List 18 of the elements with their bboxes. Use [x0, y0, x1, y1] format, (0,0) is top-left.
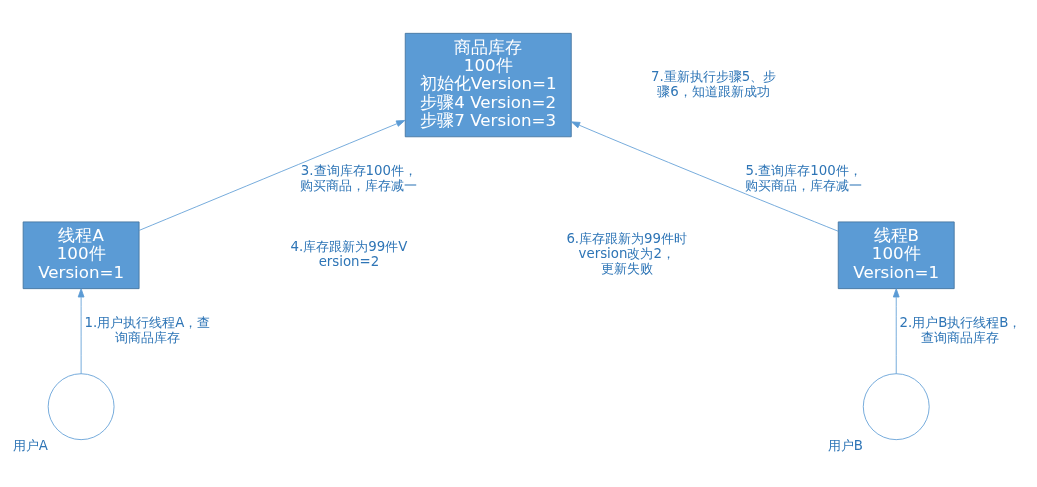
label: 4.库存跟新为99件Version=2 — [290, 238, 408, 269]
arrow — [138, 119, 406, 231]
node-circle — [862, 372, 930, 440]
edge-label: 2.用户B执行线程B，查询商品库存 — [899, 314, 1022, 345]
edge-label: 3.查询库存100件，购买商品，库存减一 — [300, 162, 418, 193]
node-label: 用户A — [12, 437, 48, 453]
node-label: 用户B — [827, 437, 863, 453]
edge-label: 1.用户执行线程A，查询商品库存 — [84, 314, 211, 345]
node-box: 商品库存 100件 初始化Version=1 步骤4 Version=2 步骤7 Version=3 — [404, 32, 572, 137]
arrow — [570, 120, 839, 232]
node-box: 线程B 100件 Version=1 — [837, 220, 955, 289]
arrow — [892, 287, 900, 374]
edge-label: 5.查询库存100件，购买商品，库存减一 — [745, 162, 863, 193]
node-circle — [47, 372, 115, 440]
arrow — [77, 287, 85, 374]
label: 6.库存跟新为99件时version改为2，更新失败 — [566, 230, 688, 276]
label: 7.重新执行步骤5、步骤6，知道跟新成功 — [650, 68, 777, 99]
node-box: 线程A 100件 Version=1 — [22, 220, 140, 289]
